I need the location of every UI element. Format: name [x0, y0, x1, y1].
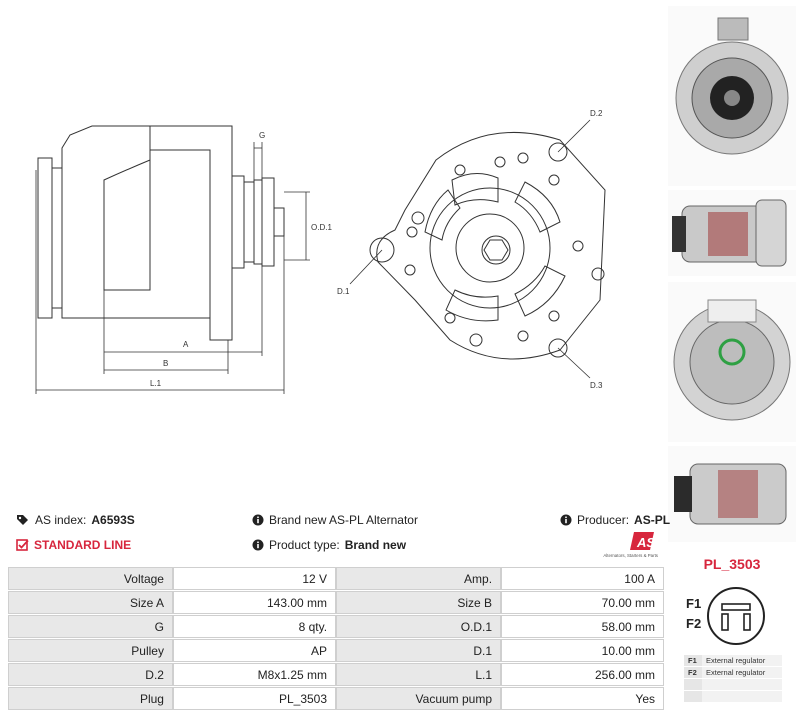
label-d1: D.1 [337, 287, 350, 296]
legend-row-empty [684, 678, 782, 690]
legend-key: F2 [684, 667, 702, 678]
brand-new-text: Brand new AS-PL Alternator [269, 513, 418, 527]
spec-value: AP [172, 639, 337, 662]
product-photo-rear [668, 282, 796, 442]
spec-value: 12 V [172, 567, 337, 590]
spec-label: Voltage [8, 567, 173, 590]
tags-icon [17, 515, 28, 525]
brand-new-info: Brand new AS-PL Alternator [252, 513, 418, 527]
info-circle-icon [252, 539, 264, 551]
spec-value: 256.00 mm [501, 663, 664, 686]
spec-label: O.D.1 [336, 615, 502, 638]
producer-value: AS-PL [634, 513, 671, 527]
spec-label: Pulley [8, 639, 173, 662]
label-d3: D.3 [590, 381, 603, 390]
label-g: G [259, 131, 265, 140]
product-photo-front [668, 6, 796, 186]
spec-label: Vacuum pump [336, 687, 502, 710]
label-b: B [163, 359, 168, 368]
spec-value: 143.00 mm [172, 591, 337, 614]
spec-value: Yes [501, 687, 664, 710]
legend-row: F2 External regulator [684, 666, 782, 678]
producer: Producer: AS-PL [560, 513, 670, 527]
product-type-label: Product type: [269, 538, 340, 552]
product-type: Product type: Brand new [252, 538, 406, 552]
legend-row: F1 External regulator [684, 654, 782, 666]
as-pl-logo: AS Alternators, Starters & Parts [603, 532, 659, 558]
legend-row-empty [684, 690, 782, 702]
product-photo-side [668, 190, 796, 276]
plug-terminal-f2: F2 [686, 616, 702, 631]
plug-diagram [707, 587, 765, 645]
spec-label: G [8, 615, 173, 638]
spec-value: 8 qty. [172, 615, 337, 638]
spec-value: 100 A [501, 567, 664, 590]
label-a: A [183, 340, 189, 349]
label-l1: L.1 [150, 379, 162, 388]
legend-value: External regulator [702, 655, 782, 666]
plug-legend: F1 External regulator F2 External regula… [684, 654, 782, 702]
checkbox-icon [16, 539, 29, 551]
producer-label: Producer: [577, 513, 630, 527]
spec-value: M8x1.25 mm [172, 663, 337, 686]
standard-line-text: STANDARD LINE [34, 538, 132, 552]
spec-label: Size B [336, 591, 502, 614]
spec-label: L.1 [336, 663, 502, 686]
label-d2: D.2 [590, 109, 603, 118]
product-photo-side-2 [668, 446, 796, 542]
spec-value: PL_3503 [172, 687, 337, 710]
technical-drawing: G O.D.1 A B L.1 D.1 D.2 D.3 [35, 109, 606, 394]
spec-label: Amp. [336, 567, 502, 590]
spec-value: 10.00 mm [501, 639, 664, 662]
spec-label: Size A [8, 591, 173, 614]
as-index-label: AS index: [35, 513, 87, 527]
info-circle-icon [560, 514, 572, 526]
legend-key: F1 [684, 655, 702, 666]
product-type-value: Brand new [344, 538, 407, 552]
logo-subtitle: Alternators, Starters & Parts [603, 553, 658, 558]
standard-line: STANDARD LINE [16, 538, 131, 552]
as-index-value: A6593S [91, 513, 135, 527]
logo-text: AS [636, 535, 655, 550]
plug-terminal-f1: F1 [686, 596, 702, 611]
spec-label: D.1 [336, 639, 502, 662]
as-index: AS index: A6593S [16, 513, 135, 527]
spec-label: D.2 [8, 663, 173, 686]
spec-value: 58.00 mm [501, 615, 664, 638]
info-circle-icon [252, 514, 264, 526]
plug-title: PL_3503 [703, 556, 761, 572]
spec-label: Plug [8, 687, 173, 710]
legend-value: External regulator [702, 667, 782, 678]
label-od1: O.D.1 [311, 223, 332, 232]
spec-value: 70.00 mm [501, 591, 664, 614]
